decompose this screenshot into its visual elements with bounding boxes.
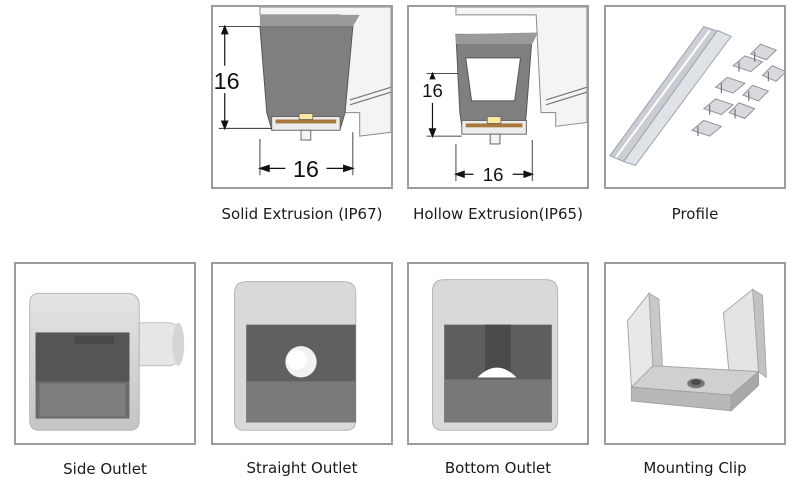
hollow-extrusion-tile: 16 16 (407, 5, 589, 189)
hollow-height-label: 16 (422, 80, 443, 101)
mounting-clip-tile (604, 262, 786, 445)
bottom-outlet-photo (431, 279, 559, 431)
mounting-clip-photo (627, 288, 767, 412)
bottom-outlet-caption: Bottom Outlet (444, 459, 552, 477)
hollow-extrusion-drawing: 16 16 (416, 7, 587, 185)
side-outlet-tile (14, 262, 196, 445)
solid-extrusion-tile: 16 16 (211, 5, 393, 189)
straight-outlet-photo (234, 281, 357, 431)
hollow-width-label: 16 (483, 164, 504, 185)
bottom-outlet-tile (407, 262, 589, 445)
solid-height-label: 16 (214, 68, 240, 94)
solid-extrusion-caption: Solid Extrusion (IP67) (221, 205, 383, 223)
solid-width-label: 16 (293, 156, 319, 182)
side-outlet-caption: Side Outlet (63, 460, 147, 478)
profile-caption: Profile (671, 205, 719, 223)
mounting-clip-caption: Mounting Clip (643, 459, 747, 477)
straight-outlet-caption: Straight Outlet (246, 459, 358, 477)
profile-tile (604, 5, 786, 189)
profile-photo (609, 26, 784, 167)
side-outlet-photo (29, 292, 185, 431)
straight-outlet-tile (211, 262, 393, 445)
solid-extrusion-drawing: 16 16 (213, 7, 391, 182)
hollow-extrusion-caption: Hollow Extrusion(IP65) (413, 205, 583, 223)
